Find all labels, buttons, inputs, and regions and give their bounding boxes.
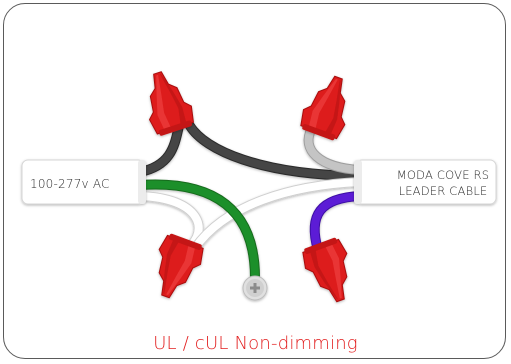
wire-nut-icon [298, 235, 362, 309]
ground-screw-icon [242, 275, 268, 301]
footer-caption: UL / cUL Non-dimming [153, 333, 358, 354]
wire-nut-icon [136, 65, 198, 139]
right-cable-label-line2: LEADER CABLE [398, 184, 488, 198]
right-cable-label-line1: MODA COVE RS [396, 168, 490, 182]
left-cable-label: 100-277v AC [30, 177, 110, 191]
